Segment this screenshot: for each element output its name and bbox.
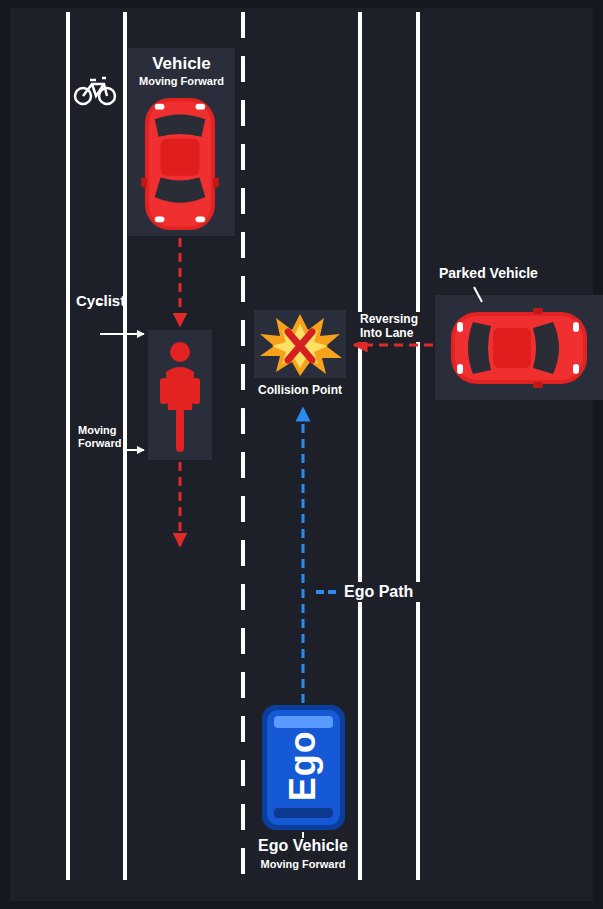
vehicle-path-arrow	[179, 238, 182, 326]
parked-label: Parked Vehicle	[439, 265, 569, 281]
ego-vehicle: EgoEgo VehicleMoving Forward	[255, 705, 351, 877]
cyclist-label: Cyclist	[76, 292, 142, 309]
collision-point: Collision Point	[250, 308, 350, 404]
cyclist-panel: CyclistMoving Forward	[148, 330, 212, 460]
ego-car-label: Ego	[282, 718, 323, 814]
ego-path-label: Ego Path	[342, 582, 436, 602]
vehicle-panel: VehicleMoving Forward	[128, 48, 235, 236]
ego-status: Moving Forward	[245, 858, 361, 871]
parked-vehicle: Parked Vehicle	[435, 295, 603, 400]
vehicle-status: Moving Forward	[128, 75, 235, 88]
ego-title: Ego Vehicle	[245, 837, 361, 855]
reverse-arrow	[354, 344, 433, 347]
ego-path-arrow	[302, 408, 305, 703]
reverse-label: Reversing Into Lane	[358, 312, 432, 342]
cyclist-status: Moving Forward	[78, 424, 130, 449]
vehicle-title: Vehicle	[128, 54, 235, 74]
collision-label: Collision Point	[244, 384, 356, 398]
